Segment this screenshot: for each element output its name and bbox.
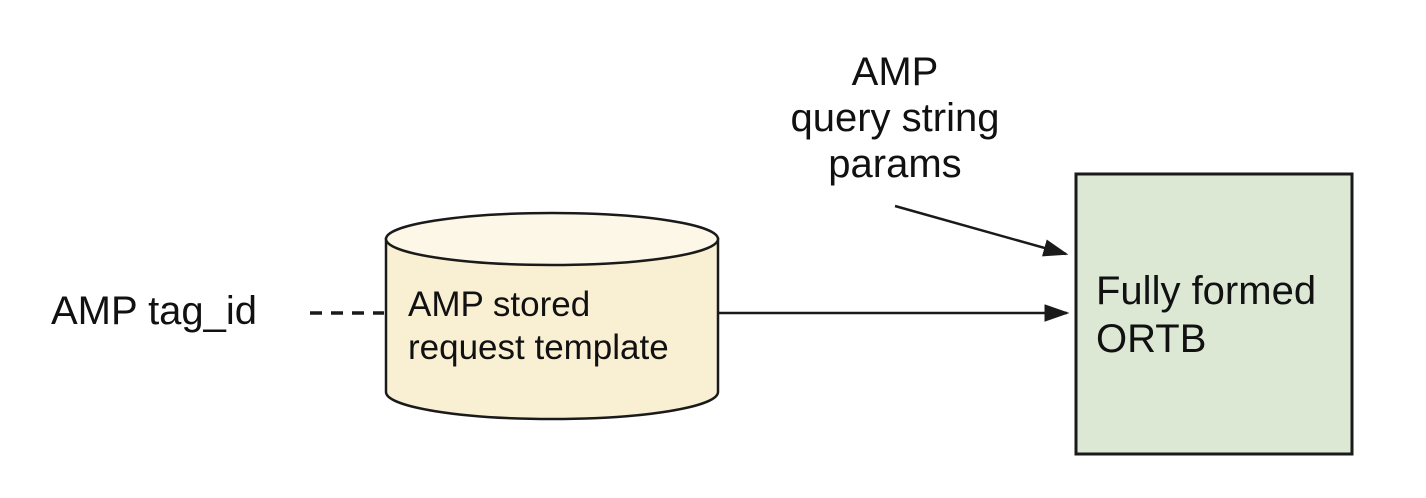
queryparams-to-ortb-arrow bbox=[894, 204, 1069, 257]
query-params-label: AMP query string params bbox=[780, 49, 1010, 187]
ortb-box-shape bbox=[1074, 172, 1354, 456]
stored-request-label-line1: AMP stored bbox=[408, 285, 591, 324]
ortb-label-line1: Fully formed bbox=[1096, 269, 1317, 313]
query-params-label-line1: AMP bbox=[851, 50, 939, 94]
tag-id-label-text: AMP tag_id bbox=[51, 289, 258, 333]
ortb-label-line2: ORTB bbox=[1096, 317, 1207, 361]
cylinder-top-ellipse bbox=[384, 211, 720, 267]
query-params-label-line3: params bbox=[828, 142, 962, 186]
tag-id-label: AMP tag_id bbox=[51, 288, 257, 334]
stored-request-cylinder-shape bbox=[384, 211, 720, 421]
stored-request-label: AMP stored request template bbox=[408, 283, 669, 369]
cylinder-body bbox=[384, 237, 720, 421]
stored-request-label-line2: request template bbox=[408, 328, 669, 367]
query-params-label-line2: query string bbox=[790, 96, 1000, 140]
ortb-label: Fully formed ORTB bbox=[1096, 267, 1316, 363]
